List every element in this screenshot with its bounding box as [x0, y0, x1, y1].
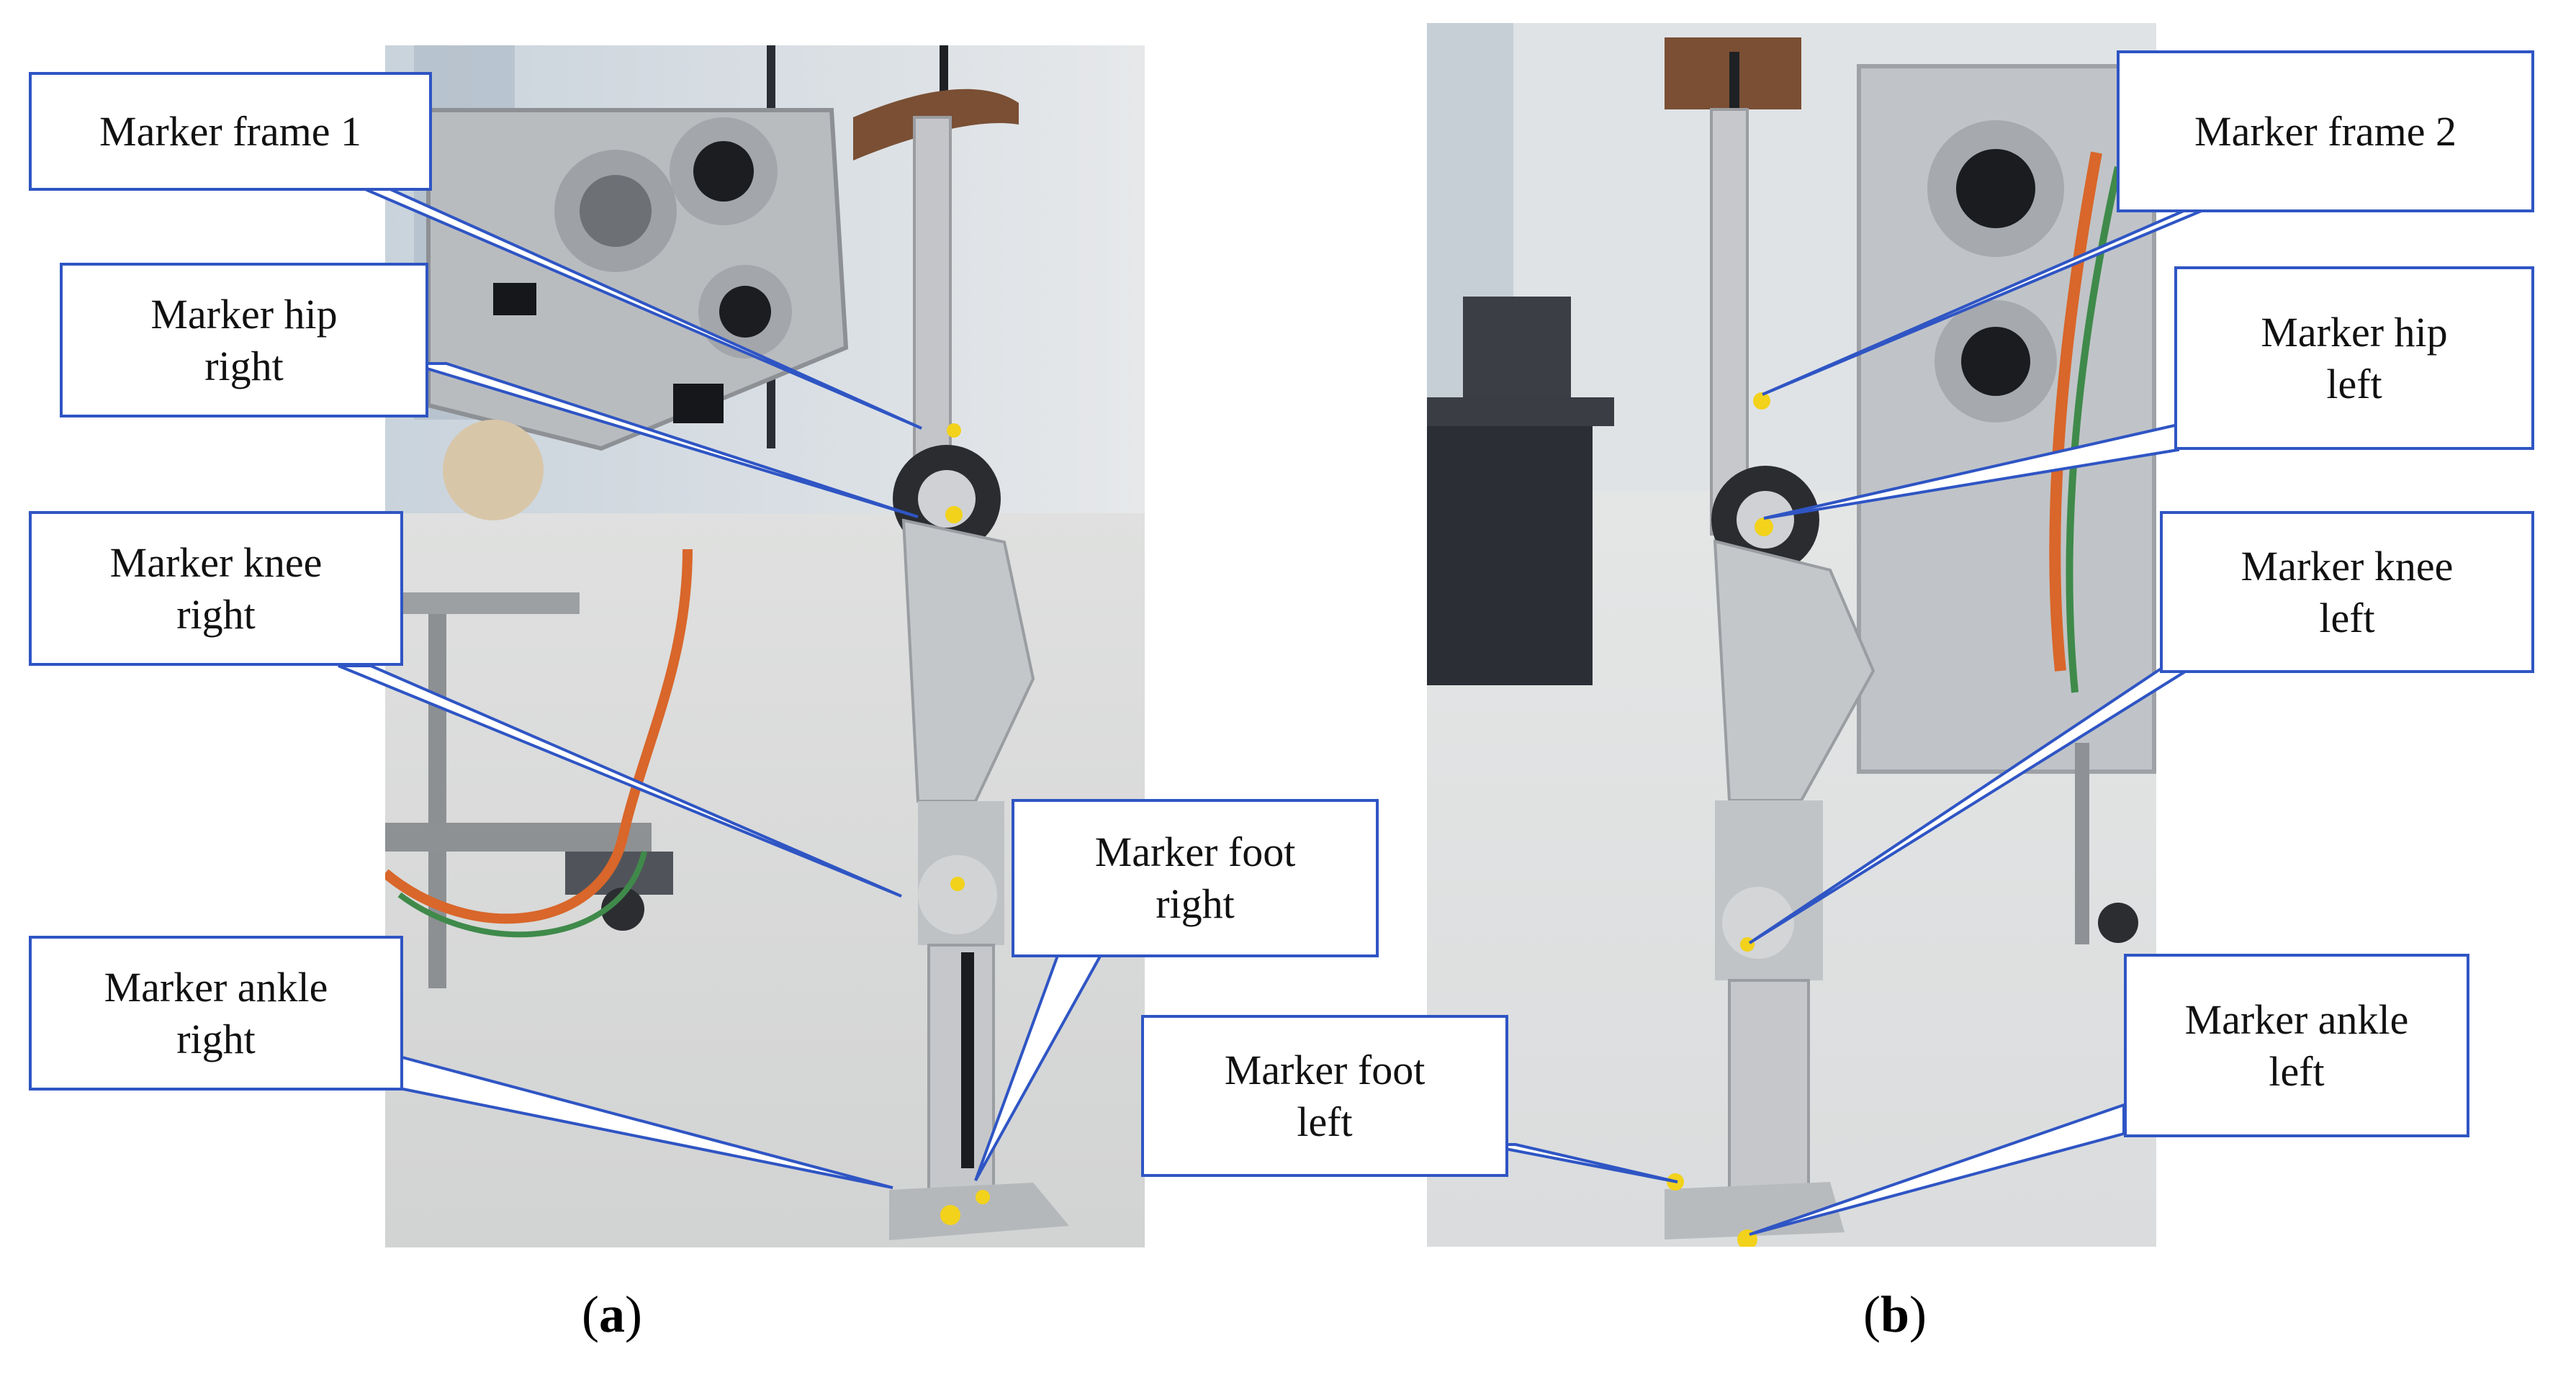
- leader-foot-left: [1482, 1143, 1678, 1183]
- caption-panel-b: (b): [1863, 1285, 1927, 1345]
- leader-ankle-right: [398, 1055, 893, 1189]
- callout-marker-knee-left: Marker knee left: [2160, 511, 2534, 673]
- callout-marker-ankle-right: Marker ankle right: [29, 936, 403, 1091]
- leader-hip-left: [1763, 423, 2179, 520]
- callout-marker-foot-left: Marker foot left: [1141, 1015, 1508, 1177]
- leader-frame-2: [1762, 207, 2207, 396]
- leader-hip-right: [410, 362, 919, 518]
- photo-b-illustration: [1427, 23, 2156, 1247]
- callout-marker-knee-right: Marker knee right: [29, 511, 403, 666]
- leader-foot-right: [974, 952, 1104, 1181]
- caption-b-open: (: [1863, 1286, 1881, 1343]
- callout-marker-hip-right: Marker hip right: [60, 263, 428, 417]
- caption-a-letter: a: [598, 1286, 625, 1343]
- caption-b-close: ): [1909, 1286, 1927, 1343]
- leader-ankle-left: [1749, 1103, 2125, 1236]
- exoskeleton-photo-left-side: [1427, 23, 2156, 1247]
- callout-marker-frame-2: Marker frame 2: [2117, 50, 2534, 212]
- callout-marker-foot-right: Marker foot right: [1012, 799, 1379, 957]
- caption-b-letter: b: [1880, 1286, 1910, 1343]
- caption-panel-a: (a): [582, 1285, 642, 1345]
- callout-marker-ankle-left: Marker ankle left: [2124, 954, 2469, 1137]
- caption-a-close: ): [624, 1286, 642, 1343]
- leader-knee-right: [338, 664, 902, 898]
- leader-knee-left: [1748, 668, 2194, 944]
- callout-marker-hip-left: Marker hip left: [2174, 266, 2534, 450]
- leader-frame-1: [363, 187, 922, 430]
- callout-marker-frame-1: Marker frame 1: [29, 72, 432, 191]
- caption-a-open: (: [582, 1286, 599, 1343]
